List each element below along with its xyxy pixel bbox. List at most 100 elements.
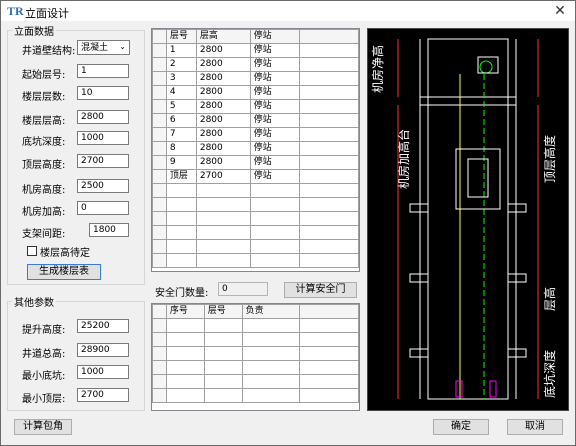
table-cell-empty[interactable] [165, 346, 205, 361]
table-cell-empty[interactable] [249, 183, 301, 198]
table-cell-empty[interactable] [203, 360, 243, 375]
table-row[interactable] [152, 318, 359, 333]
table-cell-empty[interactable] [249, 211, 301, 226]
table-cell[interactable]: 停站 [249, 71, 301, 86]
table-cell[interactable]: 停站 [249, 127, 301, 142]
table-cell[interactable]: 2800 [195, 85, 251, 100]
table-cell-empty[interactable] [249, 225, 301, 240]
table-cell-empty[interactable] [241, 374, 301, 389]
table-cell-empty[interactable] [195, 211, 251, 226]
table-cell[interactable]: 8 [165, 141, 197, 156]
table-cell-empty[interactable] [165, 253, 197, 268]
chevron-down-icon[interactable]: ⌄ [119, 42, 126, 51]
floor-height-pending-checkbox[interactable] [27, 246, 37, 256]
table-row[interactable] [152, 388, 359, 403]
table-cell-empty[interactable] [195, 183, 251, 198]
table-cell[interactable]: 停站 [249, 99, 301, 114]
table-cell-empty[interactable] [165, 197, 197, 212]
table-cell-empty[interactable] [165, 225, 197, 240]
table-row[interactable] [152, 225, 359, 240]
table-cell-empty[interactable] [299, 374, 359, 389]
table-cell-empty[interactable] [299, 388, 359, 403]
machine-room-raise-field[interactable]: 0 [77, 201, 129, 215]
table-cell-empty[interactable] [299, 318, 359, 333]
table-cell[interactable]: 2800 [195, 127, 251, 142]
table-cell[interactable]: 停站 [249, 155, 301, 170]
min-top-floor-field[interactable]: 2700 [77, 388, 129, 402]
calc-safety-door-button[interactable]: 计算安全门 [284, 282, 357, 298]
cancel-button[interactable]: 取消 [507, 419, 563, 435]
table-cell-empty[interactable] [195, 239, 251, 254]
table-cell[interactable]: 5 [165, 99, 197, 114]
table-cell[interactable]: 9 [165, 155, 197, 170]
table-cell[interactable]: 停站 [249, 141, 301, 156]
table-cell[interactable]: 停站 [249, 113, 301, 128]
table-cell-empty[interactable] [241, 360, 301, 375]
table-row[interactable] [152, 239, 359, 254]
table-cell[interactable]: 2800 [195, 155, 251, 170]
table-cell[interactable]: 2800 [195, 141, 251, 156]
table-cell-empty[interactable] [195, 225, 251, 240]
start-floor-field[interactable]: 1 [77, 64, 129, 78]
table-row[interactable] [152, 183, 359, 198]
table-row[interactable] [152, 360, 359, 375]
bracket-spacing-field[interactable]: 1800 [89, 223, 129, 237]
table-cell-empty[interactable] [195, 253, 251, 268]
table-cell[interactable]: 停站 [249, 169, 301, 184]
table-row[interactable] [152, 253, 359, 268]
min-pit-field[interactable]: 1000 [77, 365, 129, 379]
floor-height-field[interactable]: 2800 [77, 110, 129, 124]
ok-button[interactable]: 确定 [433, 419, 489, 435]
pit-depth-field[interactable]: 1000 [77, 131, 129, 145]
close-icon[interactable]: ✕ [554, 3, 566, 19]
table-cell-empty[interactable] [299, 346, 359, 361]
machine-room-height-field[interactable]: 2500 [77, 179, 129, 193]
table-row[interactable] [152, 197, 359, 212]
calc-corner-button[interactable]: 计算包角 [14, 419, 72, 435]
table-cell-empty[interactable] [165, 360, 205, 375]
table-cell-empty[interactable] [165, 211, 197, 226]
table-cell-empty[interactable] [165, 318, 205, 333]
table-cell[interactable]: 2800 [195, 113, 251, 128]
top-floor-height-field[interactable]: 2700 [77, 154, 129, 168]
table-cell-empty[interactable] [165, 183, 197, 198]
table-cell-empty[interactable] [241, 318, 301, 333]
lift-height-field[interactable]: 25200 [77, 319, 129, 333]
table-cell-empty[interactable] [195, 197, 251, 212]
table-cell-empty[interactable] [203, 388, 243, 403]
table-cell-empty[interactable] [203, 374, 243, 389]
table-cell-empty[interactable] [165, 239, 197, 254]
table-cell[interactable]: 1 [165, 43, 197, 58]
table-cell[interactable]: 7 [165, 127, 197, 142]
table-cell-empty[interactable] [165, 374, 205, 389]
table-cell-empty[interactable] [241, 388, 301, 403]
table-cell-empty[interactable] [203, 332, 243, 347]
table-cell[interactable]: 2800 [195, 71, 251, 86]
table-cell-empty[interactable] [299, 332, 359, 347]
table-cell[interactable]: 2700 [195, 169, 251, 184]
generate-floor-table-button[interactable]: 生成楼层表 [27, 264, 101, 280]
table-cell-empty[interactable] [249, 197, 301, 212]
table-cell[interactable]: 6 [165, 113, 197, 128]
table-cell[interactable]: 2800 [195, 57, 251, 72]
table-cell[interactable]: 2800 [195, 99, 251, 114]
table-cell[interactable]: 停站 [249, 85, 301, 100]
table-cell-empty[interactable] [203, 346, 243, 361]
table-cell[interactable]: 顶层 [165, 169, 197, 184]
table-row[interactable] [152, 332, 359, 347]
table-cell-empty[interactable] [203, 318, 243, 333]
table-cell-empty[interactable] [299, 360, 359, 375]
table-cell-empty[interactable] [249, 253, 301, 268]
table-cell[interactable]: 停站 [249, 57, 301, 72]
table-cell[interactable]: 4 [165, 85, 197, 100]
table-cell[interactable]: 2800 [195, 43, 251, 58]
table-cell-empty[interactable] [249, 239, 301, 254]
